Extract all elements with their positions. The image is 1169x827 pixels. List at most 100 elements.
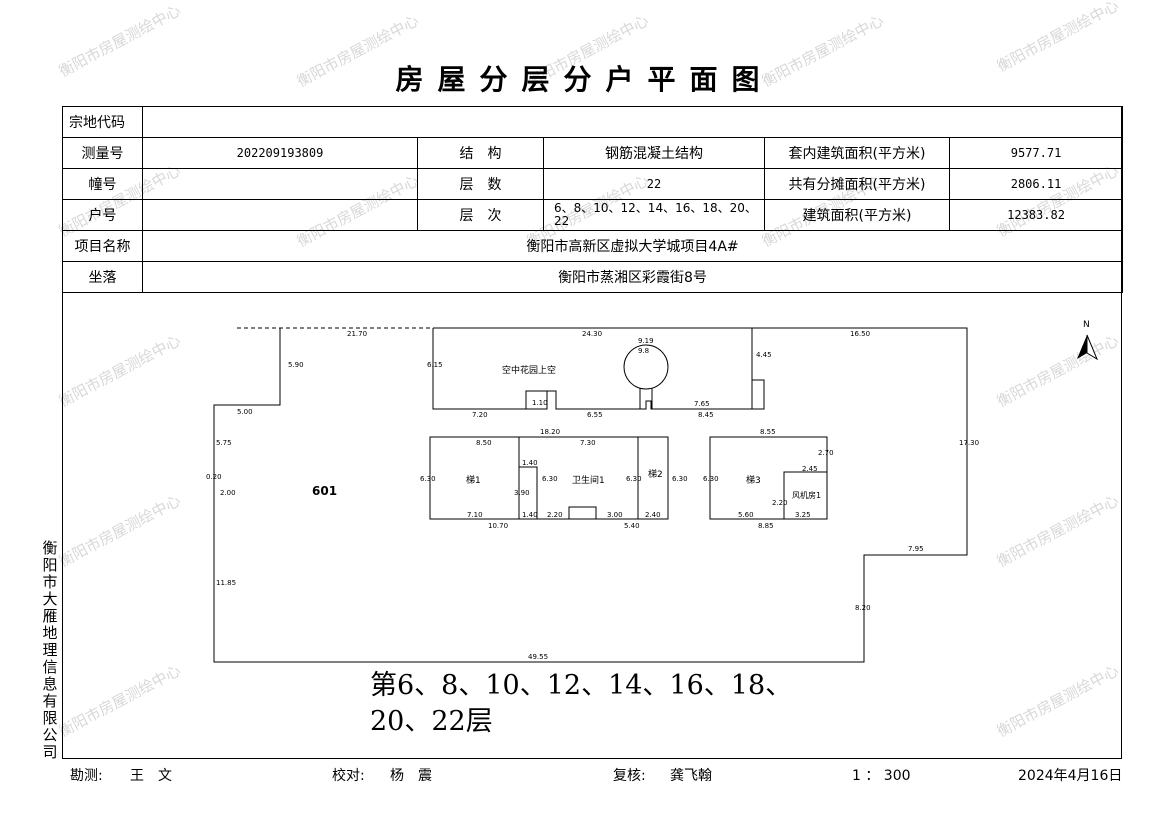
dim-label: 1.40	[522, 511, 538, 519]
surveyor-label: 勘测:	[70, 768, 103, 784]
room-601-label: 601	[312, 484, 337, 498]
dim-label: 8.50	[476, 439, 492, 447]
core-shaft	[518, 466, 538, 520]
unit-label: 户号	[62, 199, 143, 231]
structure-value: 钢筋混凝土结构	[543, 137, 765, 169]
build-area-label: 建筑面积(平方米)	[764, 199, 950, 231]
dim-label: 17.30	[959, 439, 979, 447]
dim-label: 16.50	[850, 330, 870, 338]
survey-no-value: 202209193809	[142, 137, 418, 169]
dim-label: 49.55	[528, 653, 548, 661]
north-arrow: N	[1077, 320, 1099, 361]
dim-label: 4.45	[756, 351, 772, 359]
sky-garden-label: 空中花园上空	[502, 364, 556, 376]
dim-label: 7.65	[694, 400, 710, 408]
plan-notch	[751, 379, 765, 410]
page-title: 房屋分层分户平面图	[395, 63, 774, 96]
dim-label: 7.30	[580, 439, 596, 447]
floor-plan: N 601 空中花园上空 梯1 梯2 梯3 卫生间1 风机房1 21.70 24…	[206, 320, 1099, 663]
dim-label: 5.00	[237, 408, 253, 416]
dim-label: 1.40	[522, 459, 538, 467]
dim-label: 5.60	[738, 511, 754, 519]
dim-label: 11.85	[216, 579, 236, 587]
dim-label: 5.40	[624, 522, 640, 530]
building-value	[142, 168, 418, 200]
dim-label: 6.30	[420, 475, 436, 483]
stair3-label: 梯3	[746, 474, 761, 486]
org-name: 衡阳市大雁地理信息有限公司	[42, 539, 58, 761]
toilet1-label: 卫生间1	[572, 474, 605, 486]
dim-label: 5.75	[216, 439, 232, 447]
dim-label: 2.20	[772, 499, 788, 507]
core-door	[568, 506, 597, 520]
location-value: 衡阳市蒸湘区彩霞街8号	[141, 261, 1124, 293]
dim-label: 6.30	[703, 475, 719, 483]
stair1-label: 梯1	[466, 474, 481, 486]
checker-name: 杨 震	[390, 768, 432, 784]
parcel-label: 宗地代码	[62, 106, 143, 138]
dim-label: 24.30	[582, 330, 602, 338]
dim-label: 6.30	[542, 475, 558, 483]
dim-label: 2.20	[547, 511, 563, 519]
survey-no-label: 测量号	[62, 137, 143, 169]
info-table: 宗地代码 测量号 202209193809 结 构 钢筋混凝土结构 套内建筑面积…	[62, 106, 1124, 293]
dim-label: 7.10	[467, 511, 483, 519]
dim-label: 8.85	[758, 522, 774, 530]
stair2-label: 梯2	[648, 468, 663, 480]
dim-label: 10.70	[488, 522, 508, 530]
project-value: 衡阳市高新区虚拟大学城项目4A#	[141, 230, 1124, 262]
floors-label: 层 数	[417, 168, 544, 200]
dim-label: 8.55	[760, 428, 776, 436]
dim-label: 21.70	[347, 330, 367, 338]
dim-label: 3.25	[795, 511, 811, 519]
fan-room-label: 风机房1	[792, 490, 821, 500]
location-label: 坐落	[62, 261, 143, 293]
dim-label: 18.20	[540, 428, 560, 436]
dim-label: 6.55	[587, 411, 603, 419]
structure-label: 结 构	[417, 137, 544, 169]
floors-value: 22	[543, 168, 765, 200]
plan-circle	[623, 344, 669, 390]
dim-label: 6.30	[626, 475, 642, 483]
dim-label: 1.10	[532, 399, 548, 407]
scale: 1 ： 300	[852, 768, 911, 784]
dim-label: 2.45	[802, 465, 818, 473]
reviewer-name: 龚飞翰	[670, 768, 712, 784]
plan-notch	[525, 390, 548, 410]
dim-label: 8.20	[855, 604, 871, 612]
core-block-left	[429, 436, 669, 520]
shared-area-value: 2806.11	[948, 168, 1124, 200]
floor-seq-value: 6、8、10、12、14、16、18、20、22	[543, 199, 765, 231]
inner-area-value: 9577.71	[948, 137, 1124, 169]
plan-outline	[213, 327, 968, 663]
dim-label: 3.90	[514, 489, 530, 497]
core-block-right	[709, 436, 828, 520]
dim-label: 7.95	[908, 545, 924, 553]
dim-label: 8.45	[698, 411, 714, 419]
dim-label: 9.19	[638, 337, 654, 345]
dim-label: 5.90	[288, 361, 304, 369]
unit-value	[142, 199, 418, 231]
dim-label: 3.00	[607, 511, 623, 519]
dim-label: 6.30	[672, 475, 688, 483]
build-area-value: 12383.82	[948, 199, 1124, 231]
fan-room-box	[783, 471, 828, 520]
reviewer-label: 复核:	[613, 768, 646, 784]
inner-area-label: 套内建筑面积(平方米)	[764, 137, 950, 169]
project-label: 项目名称	[62, 230, 143, 262]
parcel-value	[141, 106, 1124, 138]
dim-label: 2.70	[818, 449, 834, 457]
dim-label: 0.20	[206, 473, 222, 481]
floor-seq-label: 层 次	[417, 199, 544, 231]
building-label: 幢号	[62, 168, 143, 200]
dim-label: 6.15	[427, 361, 443, 369]
dim-label: 2.00	[220, 489, 236, 497]
checker-label: 校对:	[332, 768, 365, 784]
dim-label: 9.8	[638, 347, 649, 355]
dim-label: 2.40	[645, 511, 661, 519]
dim-label: 7.20	[472, 411, 488, 419]
surveyor-name: 王 文	[130, 768, 172, 784]
shared-area-label: 共有分摊面积(平方米)	[764, 168, 950, 200]
north-label: N	[1083, 320, 1090, 330]
floor-label: 第6、8、10、12、14、16、18、20、22层	[370, 670, 793, 733]
